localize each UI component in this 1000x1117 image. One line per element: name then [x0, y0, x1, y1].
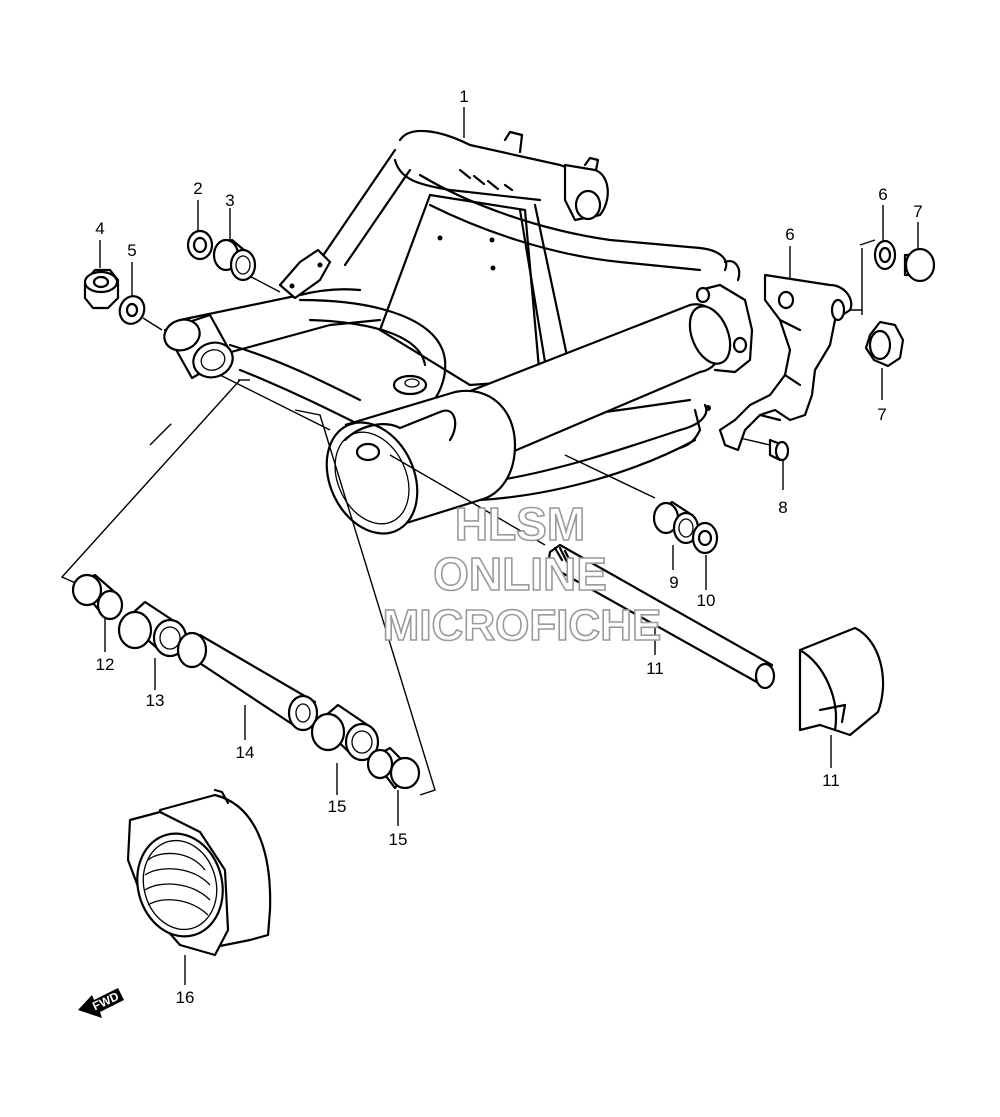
callout-7: 2 — [193, 179, 202, 198]
part-15-bearing-lower — [310, 703, 380, 795]
callout-12: 14 — [236, 743, 255, 762]
part-7-washer-lower — [691, 521, 719, 590]
part-12-spacer — [176, 631, 319, 740]
callout-1: 7 — [877, 405, 886, 424]
callout-14: 4 — [95, 219, 104, 238]
fwd-label: FWD — [90, 989, 121, 1013]
part-14-nut — [83, 240, 120, 310]
callout-13: 16 — [176, 988, 195, 1007]
fwd-direction-badge: FWD — [78, 988, 124, 1018]
part-7-washer-upper — [186, 200, 214, 261]
watermark-line-3: MICROFICHE — [383, 601, 662, 650]
watermark-line-1: HLSM — [455, 498, 585, 550]
part-10-cover — [798, 626, 885, 768]
part-6-bearing-upper — [212, 208, 257, 282]
callout-11-lower: 15 — [389, 830, 408, 849]
part-9-pivot-shaft — [546, 543, 776, 690]
part-15-bearing-upper — [117, 600, 188, 690]
callout-7-lower: 10 — [697, 591, 716, 610]
part-6-bearing-lower — [652, 500, 700, 570]
watermark: HLSM ONLINE MICROFICHE — [382, 497, 662, 651]
callout-8: 6 — [878, 185, 887, 204]
callout-16: 5 — [127, 241, 136, 260]
watermark-line-2: ONLINE — [433, 548, 607, 600]
left-pivot-boss — [163, 313, 234, 380]
callout-6: 3 — [225, 191, 234, 210]
part-1-nut — [864, 320, 905, 400]
callout-9: 11 — [646, 659, 664, 678]
swingarm-frame — [178, 129, 754, 502]
callout-15-lower: 15 — [328, 797, 347, 816]
part-4-bolt — [903, 222, 936, 283]
part-16-washer — [118, 262, 146, 325]
callout-15-upper: 13 — [146, 691, 165, 710]
callout-2: 1 — [459, 87, 468, 106]
part-5-bolt — [768, 438, 790, 490]
callout-4: 7 — [913, 202, 922, 221]
part-3-bracket — [718, 246, 853, 452]
callout-11-upper: 12 — [96, 655, 115, 674]
callout-6-lower: 9 — [669, 573, 678, 592]
part-11-bushing-upper — [71, 573, 124, 652]
part-8-collar — [873, 205, 897, 271]
callout-numbers: 1 2 3 4 5 6 6 7 7 8 9 10 11 11 12 13 14 … — [95, 87, 922, 1007]
callout-3: 6 — [785, 225, 794, 244]
callout-10: 11 — [822, 771, 840, 790]
part-13-boot — [126, 788, 272, 985]
callout-5: 8 — [778, 498, 787, 517]
drive-housing — [325, 389, 517, 535]
part-11-bushing-lower — [366, 746, 421, 826]
